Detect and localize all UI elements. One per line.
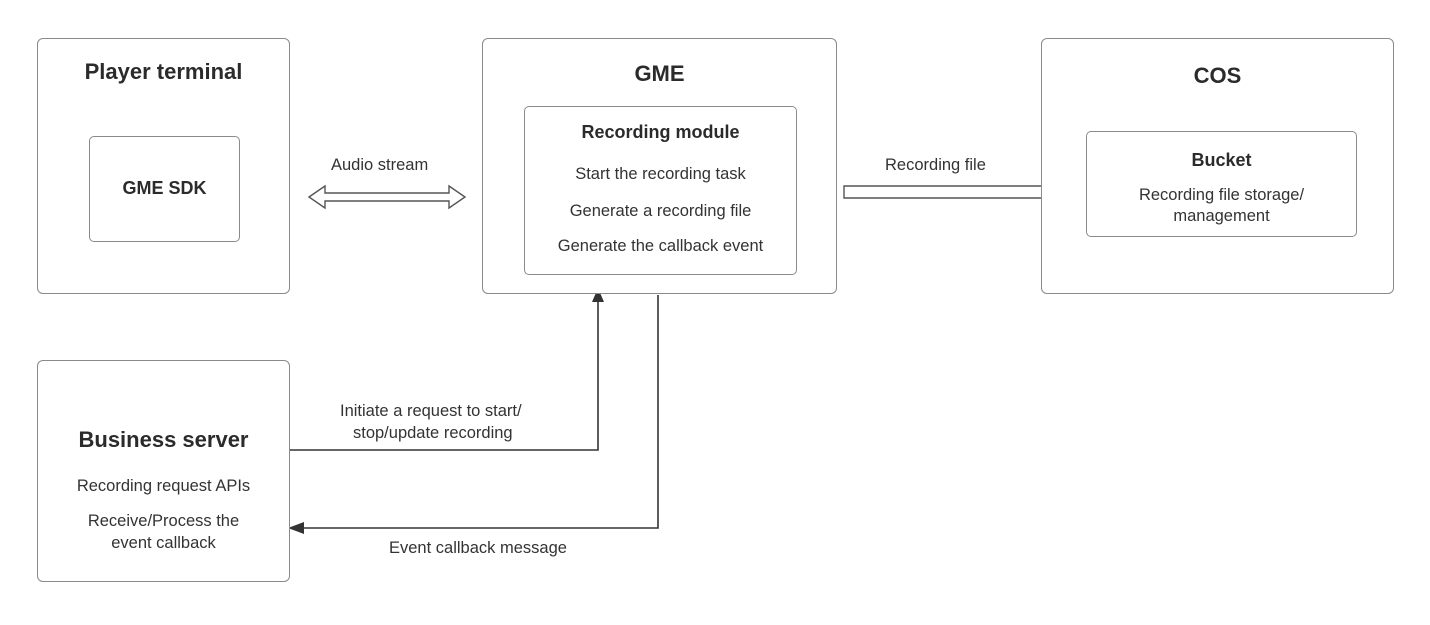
business-line-apis: Recording request APIs [76, 477, 251, 495]
recording-module-box: Recording module Start the recording tas… [524, 106, 797, 275]
callback-arrowhead [288, 522, 304, 534]
gme-sdk-box: GME SDK [89, 136, 240, 242]
business-server-title: Business server [78, 427, 249, 452]
business-line-receive-2: event callback [111, 534, 216, 552]
business-line-receive-1: Receive/Process the [87, 512, 240, 530]
gme-sdk-label: GME SDK [122, 178, 207, 198]
bucket-desc-line1: Recording file storage/ [1138, 186, 1305, 204]
audio-stream-label: Audio stream [331, 156, 429, 174]
cos-box: COS Bucket Recording file storage/ manag… [1041, 38, 1394, 294]
callback-label: Event callback message [389, 539, 567, 557]
step-start-task: Start the recording task [575, 165, 746, 183]
request-label-line2: stop/update recording [353, 424, 513, 442]
gme-title: GME [634, 61, 685, 86]
bucket-title: Bucket [1191, 150, 1252, 170]
bucket-box: Bucket Recording file storage/ managemen… [1086, 131, 1357, 237]
request-connector [290, 300, 599, 451]
recording-file-label: Recording file [885, 156, 986, 174]
request-arrowhead [592, 288, 604, 302]
recording-module-title: Recording module [581, 122, 740, 142]
recording-file-arrow [843, 177, 1076, 207]
business-server-box: Business server Recording request APIs R… [37, 360, 290, 582]
gme-box: GME Recording module Start the recording… [482, 38, 837, 294]
step-generate-file: Generate a recording file [569, 202, 752, 220]
step-generate-callback: Generate the callback event [557, 237, 764, 255]
request-label-line1: Initiate a request to start/ [340, 402, 522, 420]
player-terminal-box: Player terminal GME SDK [37, 38, 290, 294]
cos-title: COS [1193, 63, 1242, 88]
audio-stream-arrow [307, 184, 467, 210]
player-terminal-title: Player terminal [84, 59, 243, 84]
callback-connector [302, 295, 659, 529]
bucket-desc-line2: management [1173, 207, 1270, 225]
